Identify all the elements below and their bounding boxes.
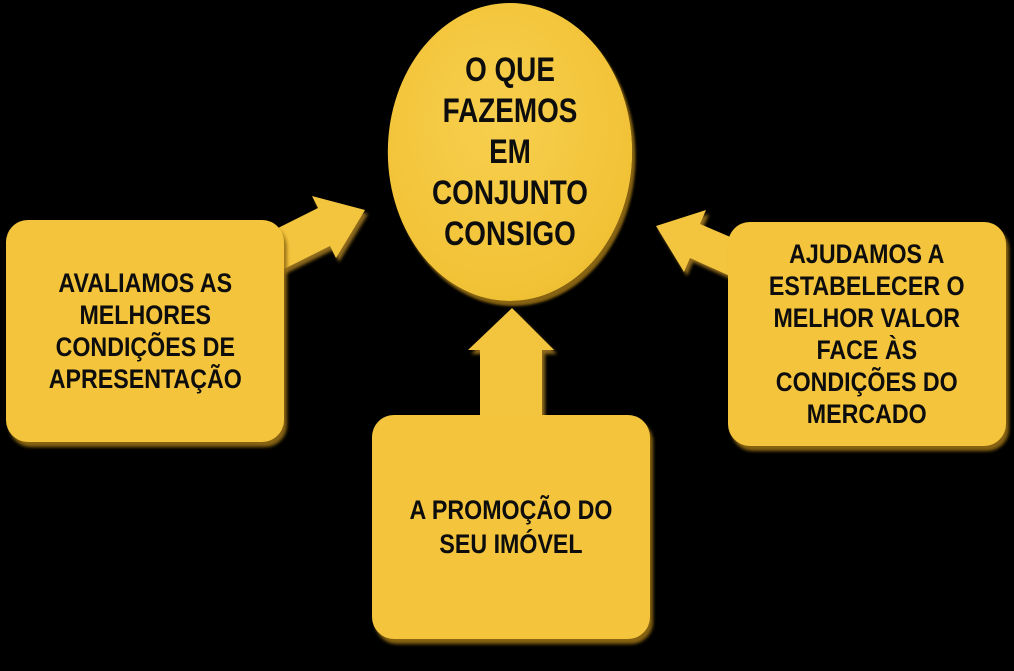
arrow-bottom-to-center — [468, 308, 554, 420]
arrow-left-to-center — [270, 196, 365, 270]
bottom-box-label: A PROMOÇÃO DO SEU IMÓVEL — [409, 495, 613, 559]
right-box-label: AJUDAMOS A ESTABELECER O MELHOR VALOR FA… — [769, 239, 965, 429]
left-box-label: AVALIAMOS AS MELHORES CONDIÇÕES DE APRES… — [48, 268, 242, 394]
left-box: AVALIAMOS AS MELHORES CONDIÇÕES DE APRES… — [6, 220, 284, 442]
center-label: O QUE FAZEMOS EM CONJUNTO CONSIGO — [432, 50, 588, 253]
right-box: AJUDAMOS A ESTABELECER O MELHOR VALOR FA… — [728, 222, 1006, 446]
bottom-box: A PROMOÇÃO DO SEU IMÓVEL — [372, 415, 650, 639]
center-circle: O QUE FAZEMOS EM CONJUNTO CONSIGO — [387, 3, 633, 301]
arrow-right-to-center — [656, 210, 742, 276]
